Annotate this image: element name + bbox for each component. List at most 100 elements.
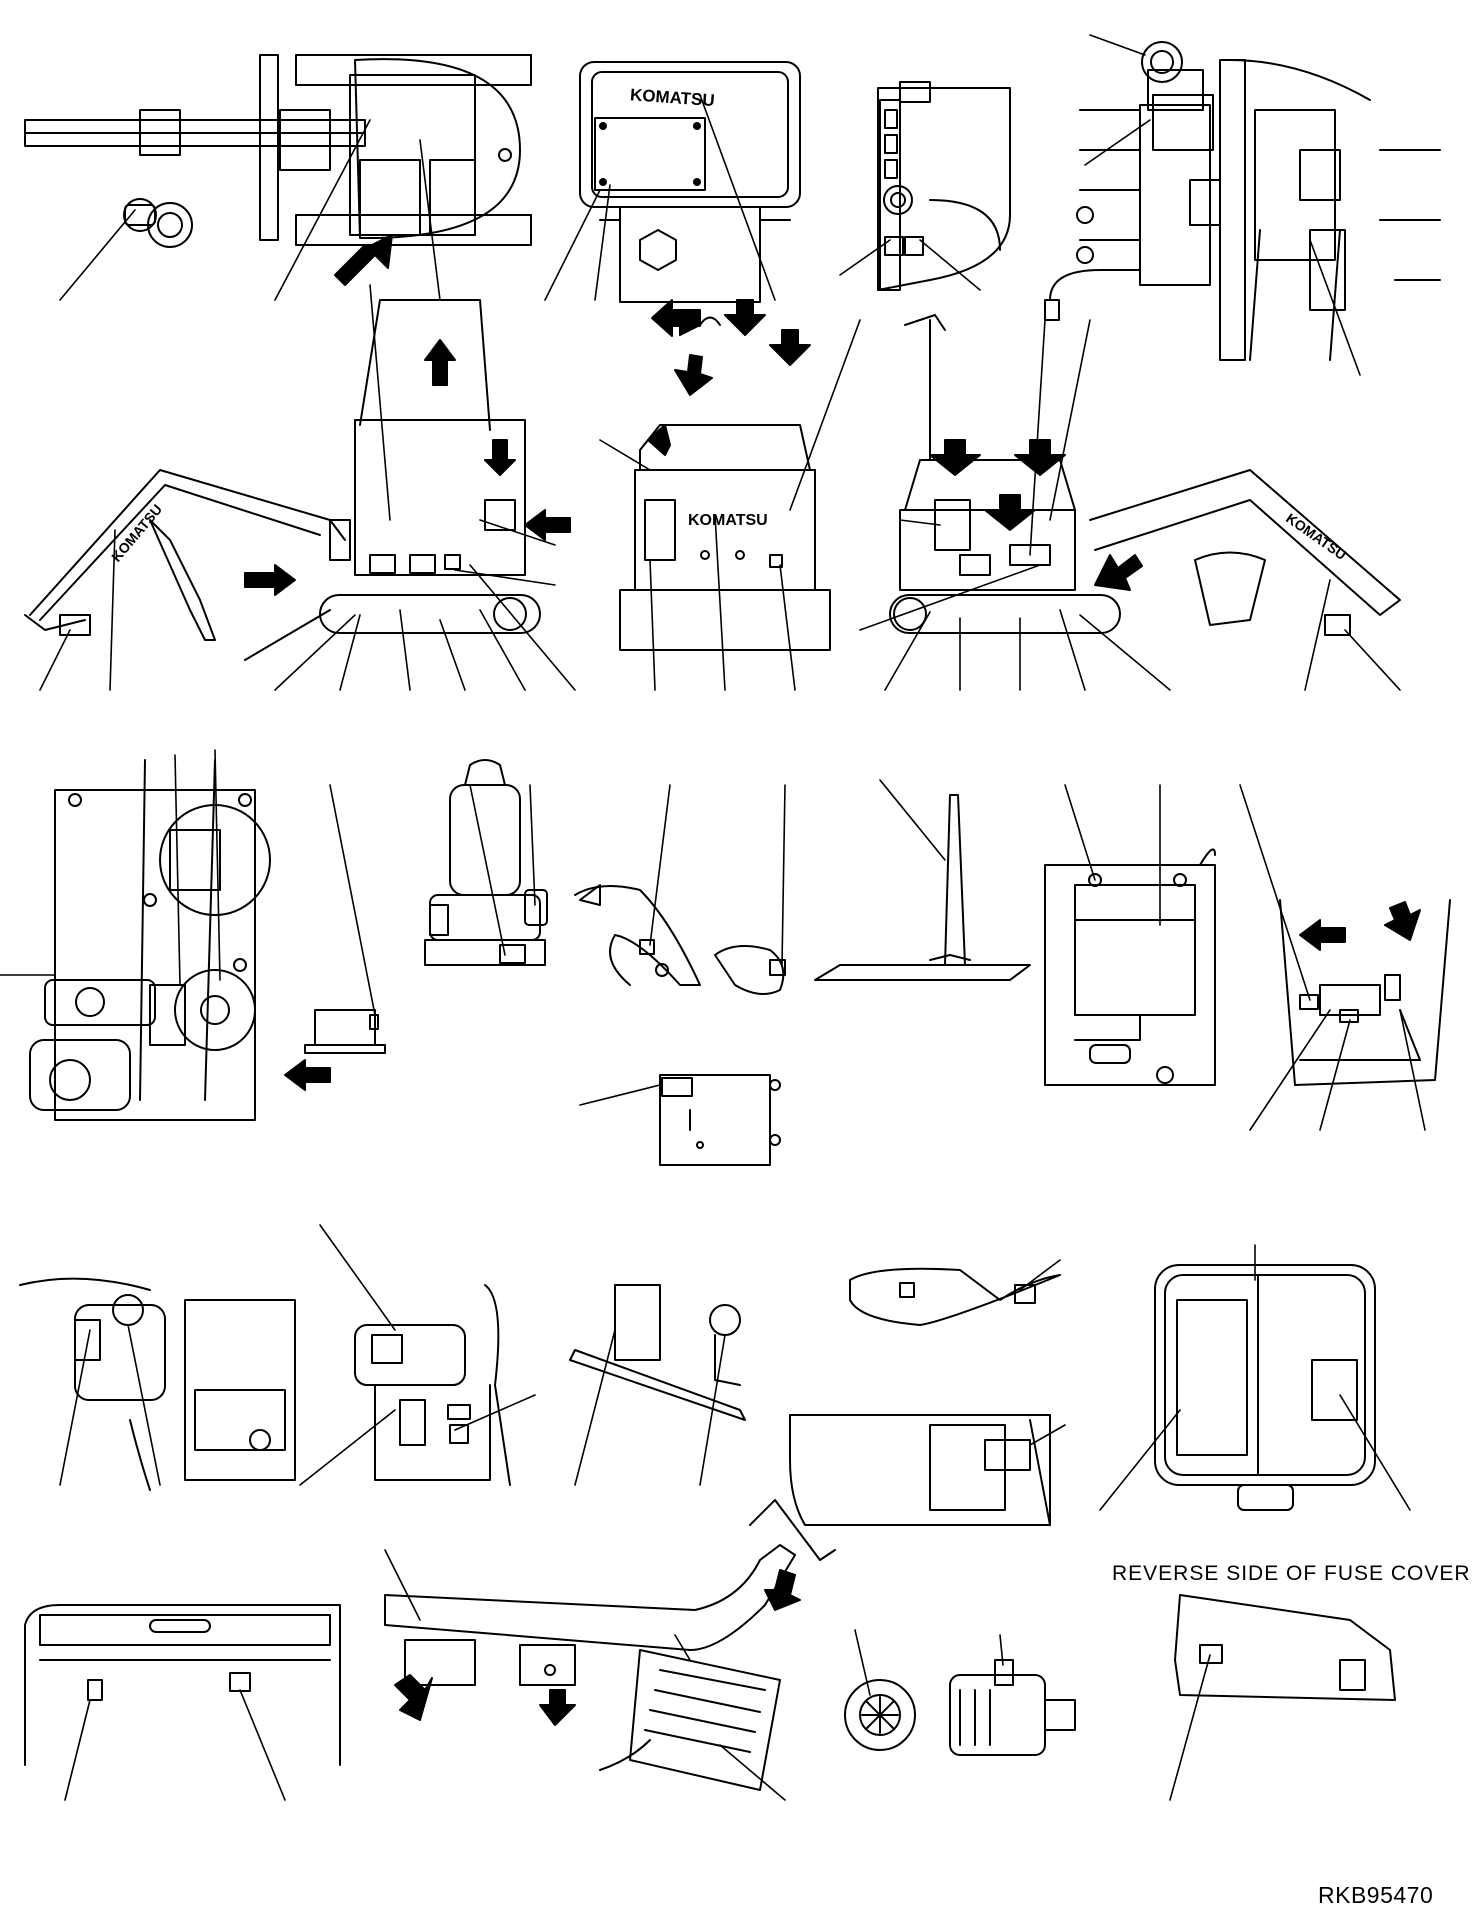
leader-line [1339,1394,1411,1511]
control-valve-unit [354,1284,511,1486]
leader-line [1019,1259,1061,1291]
leader-line [1059,609,1086,691]
drawing-code: RKB95470 [1318,1882,1433,1908]
leader-line [64,1699,91,1801]
leader-line [479,609,526,691]
leader-line [854,1629,871,1696]
nameplate-panel: KOMATSU [579,61,801,303]
leader-line [1304,579,1331,691]
leader-line [529,784,536,906]
leader-line [1029,1424,1066,1446]
leader-line [239,1689,286,1801]
left-side-view [24,299,571,661]
leader-line [479,519,556,546]
leader-line [1399,1009,1426,1131]
leader-line [879,779,946,861]
leader-line [1249,1009,1331,1131]
leader-line [674,1634,691,1661]
leader-line [579,1084,661,1106]
leader-line [781,784,786,966]
leader-line [59,1329,91,1486]
fuel-tank-lower [789,1414,1051,1526]
leader-line [1089,34,1146,56]
leader-line [919,239,981,291]
rear-view: KOMATSU [619,299,831,651]
leader-line [299,1409,396,1486]
leader-line [999,1634,1004,1666]
side-frame-rail [849,1267,1061,1326]
engine-front-view [29,759,331,1121]
air-filter-canister [949,1659,1076,1756]
tank-with-filler [19,1277,296,1491]
leader-line [127,1324,161,1486]
right-side-view: KOMATSU [889,314,1401,636]
floor-panel-section [1174,1594,1396,1701]
leader-line [699,94,776,301]
leader-line [574,1329,616,1486]
leader-line [1319,1019,1351,1131]
leader-line [329,784,376,1016]
leader-line [714,514,726,691]
tank-side-view [877,81,1011,291]
brake-pedal-assembly [569,1284,746,1421]
leader-line [109,529,116,691]
small-box-part [304,1009,386,1054]
fuse-cover-caption: REVERSE SIDE OF FUSE COVER [1112,1562,1471,1585]
leader-line [884,611,931,691]
leader-line [454,569,556,586]
leader-line [399,609,411,691]
leader-line [1239,784,1311,1001]
leader-line [59,209,136,301]
floor-plate-rod [814,794,1031,981]
engine-compartment-top [1044,41,1441,361]
brand-mark-3: KOMATSU [1283,510,1349,563]
leader-line [839,239,891,276]
leader-line [454,1394,536,1431]
leader-line [419,139,441,301]
grille-vent [599,1649,781,1791]
boom-top-view [384,1499,836,1726]
leader-line [599,439,651,471]
leader-line [1099,1409,1181,1511]
leader-line [369,284,391,521]
hydraulic-pump-round [844,1679,916,1751]
leader-line [319,1224,396,1331]
leader-line [1344,629,1401,691]
leader-line [719,1744,786,1801]
leader-line [699,1334,726,1486]
leader-line [339,614,361,691]
cab-door-interior [1279,899,1451,1086]
leader-line [1169,1654,1211,1801]
leader-line [649,784,671,946]
leader-line [1029,319,1046,556]
relay-box [659,1074,781,1166]
leader-line [859,564,1041,631]
operator-seat [424,759,548,966]
control-lever-arm [574,884,701,986]
brand-mark-1: KOMATSU [629,85,715,110]
leader-line [174,754,181,986]
leader-line [1064,784,1096,881]
leader-line [594,184,611,301]
leader-line [1079,614,1171,691]
leader-line [1084,119,1151,166]
leader-line [899,519,941,526]
joystick-knob [714,945,786,995]
leader-line [274,614,356,691]
leader-line [779,564,796,691]
leader-line [1049,319,1091,521]
leader-line [214,749,221,981]
side-panel-cover [1044,848,1216,1086]
fuse-cover-reverse [1154,1264,1376,1511]
leader-line [469,784,506,956]
leader-line [649,559,656,691]
leader-line [544,189,601,301]
cab-roof-underside [24,1604,341,1766]
leader-line [384,1549,421,1621]
leader-line [469,564,576,691]
top-view-machine [24,54,532,286]
leader-line [789,319,861,511]
leader-line [274,119,371,301]
leader-line [439,619,466,691]
